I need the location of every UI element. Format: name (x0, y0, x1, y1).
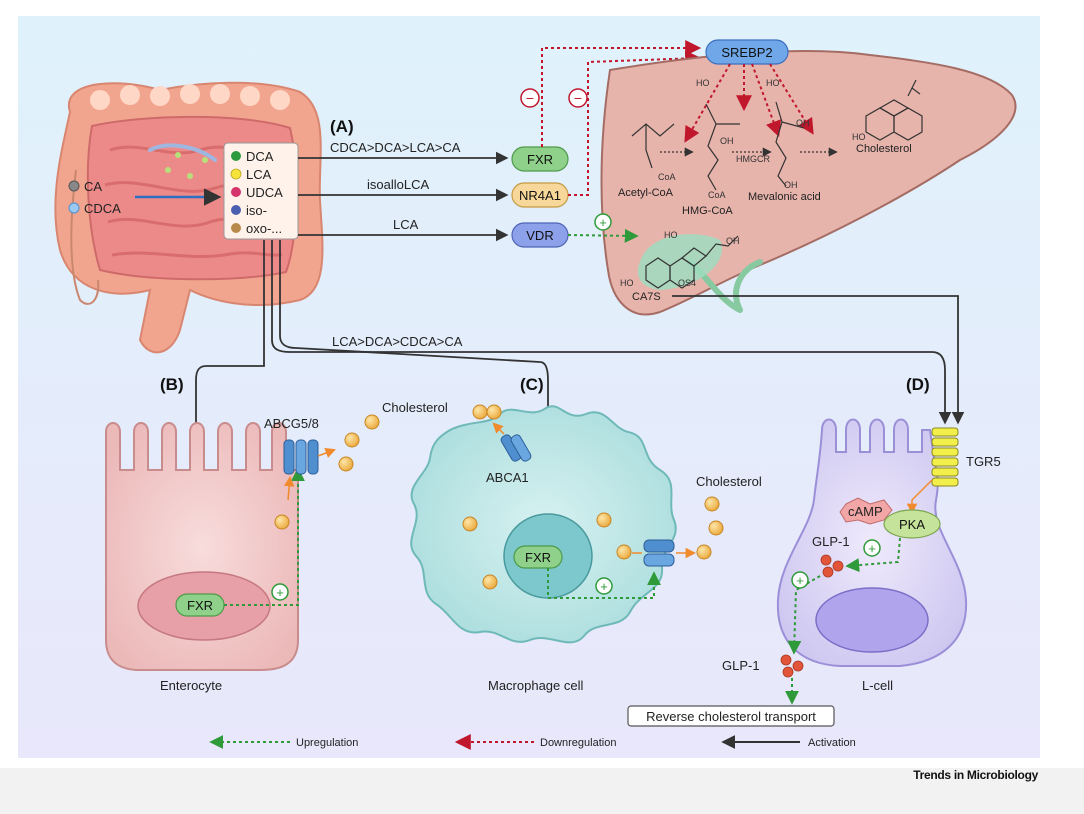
panel-label-a: (A) (330, 117, 354, 136)
reverse-cholesterol-transport-label: Reverse cholesterol transport (646, 709, 816, 724)
tgr5-pathway-label: LCA>DCA>CDCA>CA (332, 334, 463, 349)
ca7s-label: CA7S (632, 291, 661, 303)
legend-upregulation: Upregulation (296, 737, 358, 749)
srebp2-label: SREBP2 (721, 45, 772, 60)
bile-acid-box (223, 142, 299, 240)
svg-text:OH: OH (796, 118, 810, 128)
svg-text:OH: OH (784, 180, 798, 190)
panel-label-b: (B) (160, 375, 184, 394)
bile-acid-lca: LCA (246, 167, 272, 182)
svg-text:CoA: CoA (708, 190, 726, 200)
bile-acid-dca: DCA (246, 149, 274, 164)
glp1-activate-symbol: + (796, 573, 804, 588)
svg-text:CoA: CoA (658, 172, 676, 182)
cholesterol-liver-label: Cholesterol (856, 143, 912, 155)
bile-acid-diagram: CA CDCA DCA LCA UDCA iso- oxo-... (A) CD… (18, 16, 1040, 758)
enterocyte-cell-label: Enterocyte (160, 678, 222, 693)
macrophage-fxr (513, 545, 563, 569)
nr4a1-receptor-label: NR4A1 (519, 188, 561, 203)
nr4a1-pathway-label: isoalloLCA (367, 177, 429, 192)
enterocyte-activate-symbol: + (276, 585, 284, 600)
abcg5-8-transporter (283, 439, 319, 475)
abca1-transporter (500, 434, 532, 462)
gut-input-cdca: CDCA (84, 201, 121, 216)
glp1-inner-dots (820, 554, 844, 578)
bile-acid-list: DCA LCA UDCA iso- oxo-... (230, 149, 283, 236)
hmgcr-label: HMGCR (736, 154, 770, 164)
enterocyte-fxr-label: FXR (187, 598, 213, 613)
macrophage-fxr-label: FXR (525, 550, 551, 565)
abca1-label: ABCA1 (486, 470, 529, 485)
acetyl-coa-label: Acetyl-CoA (618, 187, 674, 199)
bile-acid-iso: iso- (246, 203, 267, 218)
fxr-pathway-label: CDCA>DCA>LCA>CA (330, 140, 461, 155)
abcg5-8-label: ABCG5/8 (264, 416, 319, 431)
tgr5-label: TGR5 (966, 454, 1001, 469)
panel-label-c: (C) (520, 375, 544, 394)
vdr-activate-symbol: + (599, 215, 607, 230)
fxr-receptor-label: FXR (527, 152, 553, 167)
bile-acid-oxo: oxo-... (246, 221, 282, 236)
macrophage-cholesterol-dots (462, 404, 724, 590)
figure-frame: CA CDCA DCA LCA UDCA iso- oxo-... (A) CD… (0, 0, 1084, 768)
fxr-receptor (511, 146, 569, 172)
macrophage-cholesterol-label: Cholesterol (696, 474, 762, 489)
glp1-outer-dots (780, 654, 804, 678)
enterocyte-cholesterol-label: Cholesterol (382, 400, 448, 415)
svg-text:HO: HO (620, 278, 634, 288)
reverse-cholesterol-transport-box (627, 705, 835, 727)
svg-text:HO: HO (852, 132, 866, 142)
ca7s-molecule: HO OH HO OS4 CA7S (620, 230, 740, 303)
macrophage-cell-label: Macrophage cell (488, 678, 583, 693)
camp-burst (839, 497, 893, 525)
enterocyte-cholesterol-dots (274, 404, 488, 530)
fxr-inhibit-symbol: − (526, 90, 534, 106)
legend-activation: Activation (808, 737, 856, 749)
l-cell-label: L-cell (862, 678, 893, 693)
bile-acid-udca: UDCA (246, 185, 283, 200)
vdr-receptor-label: VDR (526, 228, 553, 243)
journal-label: Trends in Microbiology (913, 768, 1038, 782)
pka (883, 509, 941, 539)
camp-label: cAMP (848, 504, 883, 519)
srebp2-receptor (705, 39, 789, 65)
svg-text:OH: OH (726, 236, 740, 246)
svg-text:HO: HO (766, 78, 780, 88)
legend: Upregulation Downregulation Activation (209, 734, 856, 750)
vdr-pathway-label: LCA (393, 217, 419, 232)
synthesis-molecules (631, 79, 923, 191)
l-cell-nucleus (815, 587, 929, 653)
svg-text:HO: HO (696, 78, 710, 88)
mevalonic-acid-label: Mevalonic acid (748, 191, 821, 203)
svg-text:OH: OH (720, 136, 734, 146)
hmg-coa-label: HMG-CoA (682, 205, 733, 217)
glp1-outer-label: GLP-1 (722, 658, 760, 673)
macrophage-activate-symbol: + (600, 579, 608, 594)
legend-downregulation: Downregulation (540, 737, 616, 749)
gut-input-ca: CA (84, 179, 102, 194)
nr4a1-inhibit-symbol: − (574, 90, 582, 106)
tgr5-receptor (931, 427, 959, 487)
macrophage-transporter-right (643, 539, 675, 567)
pka-activate-symbol: + (868, 541, 876, 556)
glp1-inner-label: GLP-1 (812, 534, 850, 549)
panel-label-d: (D) (906, 375, 930, 394)
pka-label: PKA (899, 517, 925, 532)
svg-text:OS4: OS4 (678, 278, 696, 288)
svg-text:HO: HO (664, 230, 678, 240)
